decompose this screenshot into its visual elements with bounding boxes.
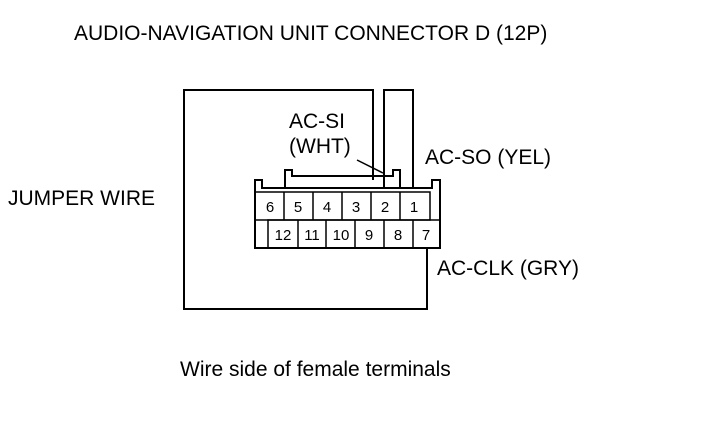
pin-label: 9 [365, 227, 373, 244]
ac-si-lead [356, 159, 384, 174]
pin-label: 3 [352, 199, 360, 216]
diagram-caption: Wire side of female terminals [180, 358, 451, 381]
pin-label: 7 [422, 227, 430, 244]
pin-label: 5 [294, 199, 302, 216]
ac-so-label: AC-SO (YEL) [425, 146, 551, 169]
ac-so-probe [383, 89, 414, 189]
pin-label: 8 [394, 227, 402, 244]
pin-label: 6 [266, 199, 274, 216]
pin-label: 4 [323, 199, 331, 216]
pin-label: 11 [304, 227, 320, 244]
ac-si-label: AC-SI [289, 110, 345, 133]
pin-label: 12 [275, 227, 292, 244]
connector-housing [254, 169, 441, 249]
pin-label: 1 [410, 199, 418, 216]
ac-clk-label: AC-CLK (GRY) [437, 257, 579, 280]
jumper-wire-loop [183, 89, 428, 310]
diagram-title: AUDIO-NAVIGATION UNIT CONNECTOR D (12P) [74, 22, 547, 45]
jumper-wire-label: JUMPER WIRE [8, 187, 155, 210]
pin-label: 2 [381, 199, 389, 216]
pin-label: 10 [333, 227, 350, 244]
ac-si-color-label: (WHT) [289, 135, 351, 158]
